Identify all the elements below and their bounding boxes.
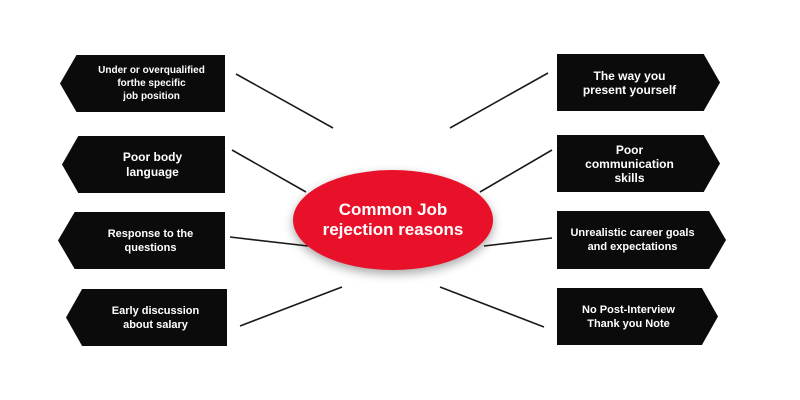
reason-label: Unrealistic career goals and expectation…	[570, 227, 695, 253]
reason-label: Early discussion about salary	[111, 304, 200, 331]
reason-box-left-3: Response to the questions	[58, 212, 225, 269]
reason-box-left-4: Early discussion about salary	[66, 289, 227, 346]
connector-line	[483, 237, 553, 247]
connector-line	[229, 236, 309, 247]
connector-line	[235, 73, 334, 129]
reason-label: Response to the questions	[107, 227, 194, 254]
reason-box-left-1: Under or overqualified forthe specific j…	[60, 55, 225, 112]
connector-line	[439, 286, 545, 328]
reason-box-right-4: No Post-Interview Thank you Note	[557, 288, 718, 345]
reason-label: Poor communication skills	[585, 142, 674, 185]
connector-line	[449, 72, 549, 129]
reason-box-right-1: The way you present yourself	[557, 54, 720, 111]
central-topic: Common Job rejection reasons	[293, 170, 493, 270]
connector-line	[479, 149, 553, 193]
reason-label: No Post-Interview Thank you Note	[582, 303, 675, 330]
central-topic-label: Common Job rejection reasons	[322, 200, 464, 239]
reason-box-right-2: Poor communication skills	[557, 135, 720, 192]
reason-label: Poor body language	[122, 149, 183, 179]
connector-line	[231, 149, 307, 193]
reason-box-left-2: Poor body language	[62, 136, 225, 193]
reason-box-right-3: Unrealistic career goals and expectation…	[557, 211, 726, 269]
reason-label: The way you present yourself	[582, 68, 677, 97]
connector-line	[239, 286, 343, 327]
reason-label: Under or overqualified forthe specific j…	[98, 65, 205, 102]
